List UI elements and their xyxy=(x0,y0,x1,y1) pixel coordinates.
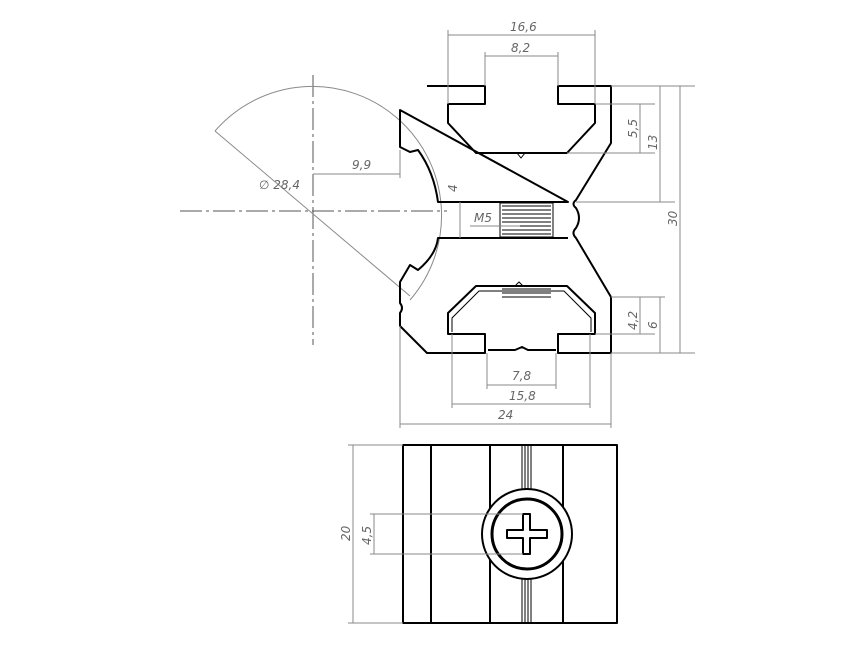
clamp-side-outline xyxy=(402,444,618,624)
thread-label: M5 xyxy=(474,211,492,225)
dim-5-5-label: 5,5 xyxy=(626,119,640,138)
clamp-body-outline xyxy=(399,85,612,354)
dim-4-2-label: 4,2 xyxy=(626,311,640,330)
dim-9-9-label: 9,9 xyxy=(352,158,371,172)
dim-7-8-label: 7,8 xyxy=(512,369,531,383)
dim-15-8-label: 15,8 xyxy=(509,389,536,403)
dim-4-label: 4 xyxy=(446,184,460,192)
dim-13-label: 13 xyxy=(646,135,660,150)
bottom-slot-inner xyxy=(451,290,592,332)
top-notch xyxy=(516,152,526,159)
thread-m5 xyxy=(499,202,554,298)
dim-30-label: 30 xyxy=(666,210,680,226)
dim-16-6-label: 16,6 xyxy=(510,20,537,34)
bottom-opening-line xyxy=(488,346,556,351)
phillips-screw-icon xyxy=(481,488,573,580)
dim-20-label: 20 xyxy=(339,525,353,541)
dim-6-label: 6 xyxy=(646,321,660,329)
dim-24-label: 24 xyxy=(498,408,513,422)
dim-extension xyxy=(370,513,523,555)
bottom-view: 20 4,5 xyxy=(339,444,618,624)
top-view: ∅ 28,4 9,9 4 M5 16,6 8,2 5,5 xyxy=(180,20,695,428)
dim-extension xyxy=(348,444,403,624)
diameter-arc xyxy=(214,86,443,301)
dim-8-2-label: 8,2 xyxy=(511,41,530,55)
dim-4-5-label: 4,5 xyxy=(360,526,374,545)
diameter-leader xyxy=(214,130,411,297)
diameter-label: ∅ 28,4 xyxy=(259,178,300,192)
